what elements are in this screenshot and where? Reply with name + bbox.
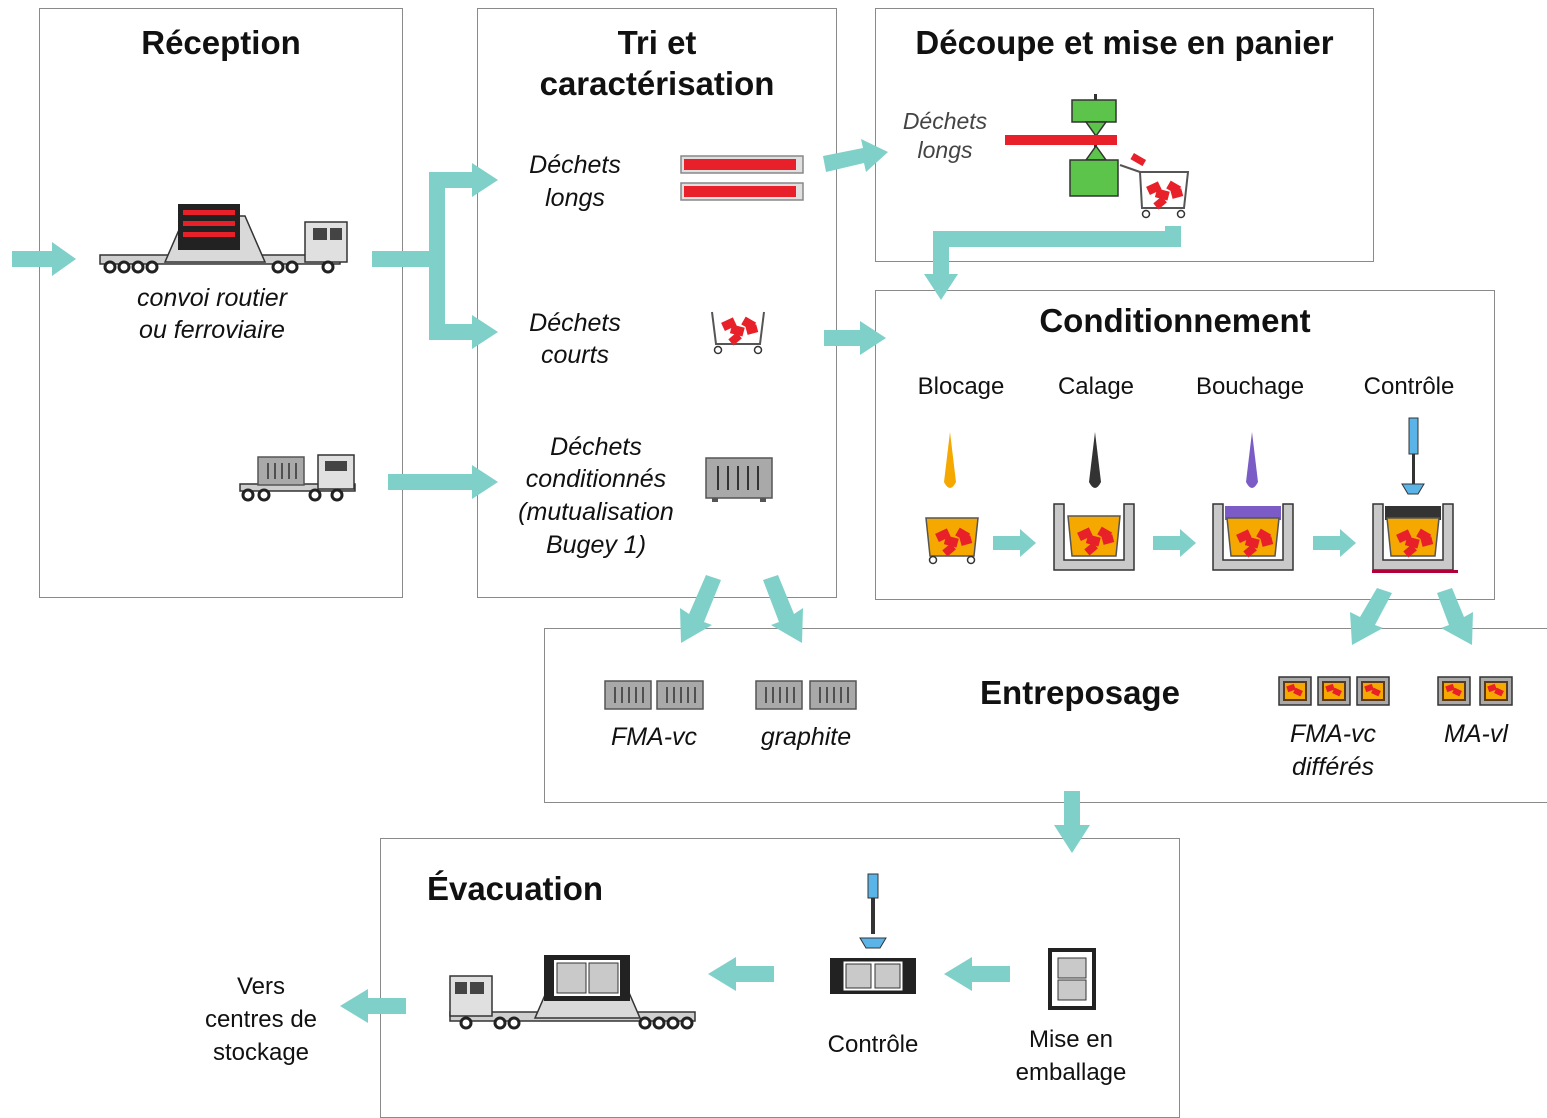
transport-label-2: ou ferroviaire (139, 316, 285, 344)
short-waste-label-1: Déchets (529, 309, 621, 337)
fma-vc-label: FMA-vc (610, 723, 698, 751)
decoupe-label-1: Déchets (902, 108, 988, 134)
arrow-step-1 (993, 529, 1036, 557)
long-waste-label-2: longs (545, 184, 605, 212)
entreposage-title: Entreposage (980, 674, 1180, 711)
cond-waste-label-3: (mutualisation (518, 498, 674, 526)
arrow-tri-down-right (763, 575, 803, 643)
arrow-decoupe-down (924, 226, 1181, 300)
arrow-evac-1 (944, 957, 1010, 991)
tri-box (477, 8, 837, 598)
arrow-evac-3 (340, 989, 406, 1023)
evac-controle-label: Contrôle (827, 1031, 919, 1058)
blocage-icon (925, 432, 979, 565)
graphite-label: graphite (760, 723, 852, 751)
convoi-truck-icon (99, 204, 348, 274)
calage-icon (1053, 432, 1135, 571)
fma-vc-containers-icon (604, 680, 704, 710)
evac-truck-icon (449, 955, 696, 1030)
emballage-icon (1048, 948, 1096, 1010)
emballage-label-1: Mise en (1028, 1026, 1114, 1053)
fma-vc-differes-boxes-icon (1278, 676, 1390, 706)
arrow-to-cond (388, 465, 498, 499)
cond-waste-label-4: Bugey 1) (545, 531, 647, 559)
step-blocage: Blocage (917, 373, 1005, 400)
emballage-label-2: emballage (1015, 1059, 1127, 1086)
tri-title-1: Tri et (617, 24, 697, 61)
arrow-in (12, 242, 76, 276)
arrow-cond-down-right (1437, 588, 1473, 645)
arrow-step-3 (1313, 529, 1356, 557)
decoupe-label-2: longs (917, 137, 973, 163)
arrow-to-short (437, 315, 498, 349)
arrow-to-long (437, 163, 498, 197)
flow-arrows (12, 139, 1473, 1023)
fma-vc-differes-label-2: différés (1292, 753, 1374, 781)
reception-box (39, 8, 403, 598)
step-calage: Calage (1057, 373, 1135, 400)
short-waste-basket-icon (711, 311, 765, 355)
reception-title: Réception (141, 24, 301, 61)
transport-label-1: convoi routier (136, 284, 288, 312)
ma-vl-label: MA-vl (1444, 720, 1508, 748)
arrow-step-2 (1153, 529, 1196, 557)
evac-controle-icon (830, 873, 916, 994)
step-bouchage: Bouchage (1195, 373, 1305, 400)
arrow-evac-2 (708, 957, 774, 991)
decoupe-title: Découpe et mise en panier (915, 24, 1334, 61)
ma-vl-boxes-icon (1437, 676, 1513, 706)
conditioned-container-icon (705, 457, 773, 502)
tri-title-2: caractérisation (539, 65, 775, 102)
graphite-containers-icon (755, 680, 857, 710)
evacuation-title: Évacuation (426, 870, 604, 907)
conditionnement-title: Conditionnement (1039, 302, 1311, 339)
arrow-tri-down-left (680, 575, 721, 643)
fma-vc-differes-label-1: FMA-vc (1289, 720, 1377, 748)
arrow-fork-stem (372, 251, 437, 267)
vers-label-1: Vers (236, 973, 286, 1000)
arrow-to-decoupe (823, 139, 888, 172)
vers-label-3: stockage (212, 1039, 310, 1066)
cond-waste-label-1: Déchets (550, 433, 642, 461)
short-waste-label-2: courts (540, 341, 610, 369)
cutting-press-icon (1005, 94, 1190, 219)
bouchage-icon (1212, 432, 1294, 571)
controle-icon (1372, 417, 1458, 573)
long-waste-icon (680, 155, 804, 201)
arrow-to-conditionnement (824, 321, 886, 355)
decoupe-box (875, 8, 1374, 262)
entreposage-box (544, 628, 1547, 803)
long-waste-label-1: Déchets (529, 151, 621, 179)
arrow-entreposage-down (1054, 791, 1090, 853)
evacuation-box (380, 838, 1180, 1118)
cond-waste-label-2: conditionnés (525, 465, 667, 493)
vers-label-2: centres de (204, 1006, 318, 1033)
arrow-fork-vertical (429, 172, 445, 340)
arrow-cond-down-left (1350, 588, 1392, 645)
container-truck-icon (239, 454, 356, 502)
step-controle: Contrôle (1363, 373, 1455, 400)
